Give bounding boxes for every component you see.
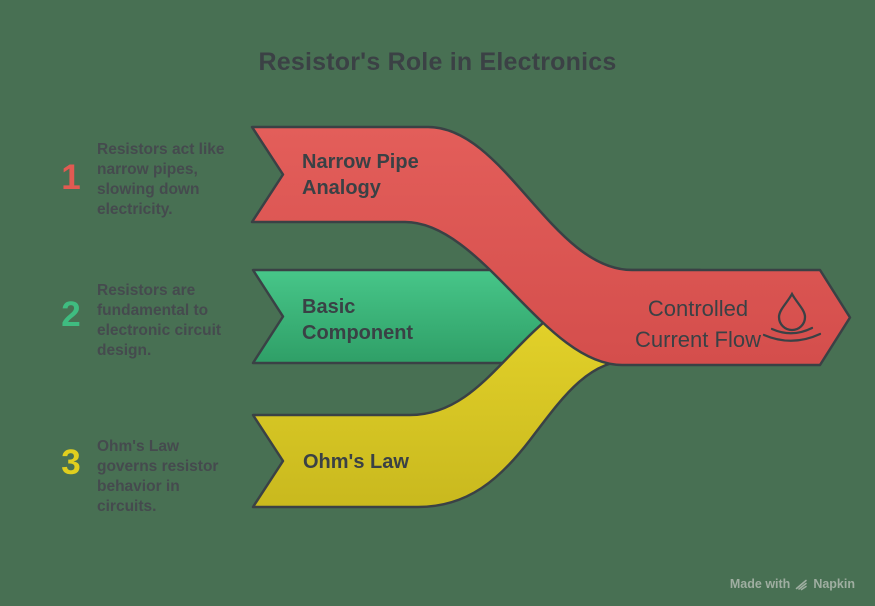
band-label-narrow-pipe: Narrow Pipe Analogy: [302, 151, 419, 199]
step-number-3: 3: [61, 443, 81, 482]
step-number-1: 1: [61, 158, 81, 197]
water-drop-icon: [762, 291, 822, 342]
watermark: Made with Napkin: [730, 577, 855, 591]
step-description-3: Ohm's Law governs resistor behavior in c…: [97, 438, 219, 515]
watermark-prefix: Made with: [729, 577, 791, 591]
step-number-2: 2: [61, 295, 81, 334]
red-band-shape: [250, 125, 852, 367]
watermark-brand: Napkin: [813, 577, 855, 591]
napkin-logo-icon: [796, 579, 808, 590]
step-description-1: Resistors act like narrow pipes, slowing…: [97, 141, 225, 218]
band-label-ohms-law: Ohm's Law: [303, 451, 409, 473]
band-label-basic-component: Basic Component: [302, 296, 414, 344]
page-title: Resistor's Role in Electronics: [258, 48, 617, 76]
step-description-2: Resistors are fundamental to electronic …: [97, 282, 222, 359]
result-label: Controlled Current Flow: [635, 296, 761, 352]
